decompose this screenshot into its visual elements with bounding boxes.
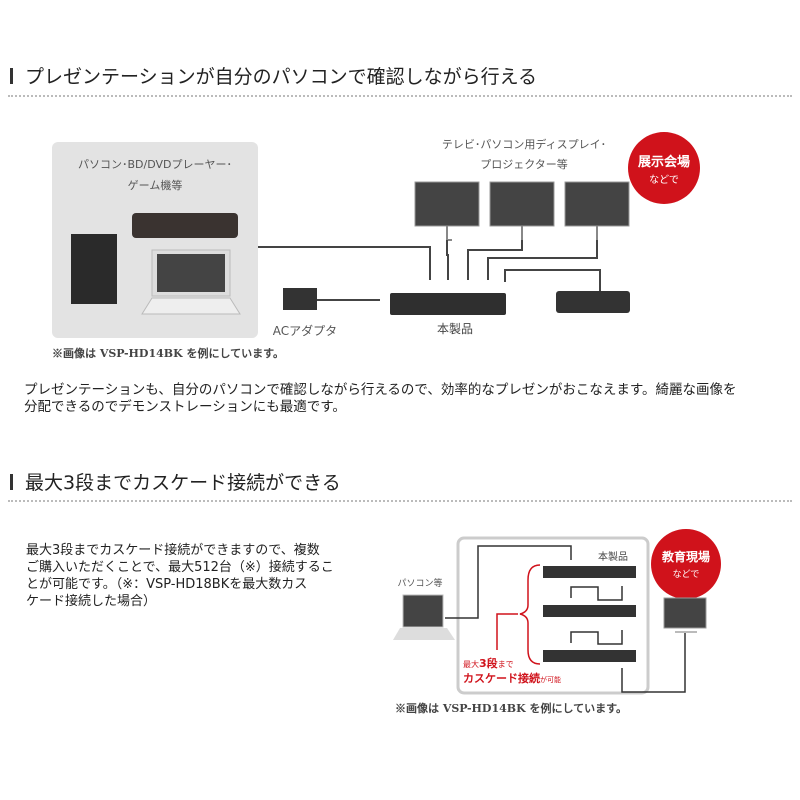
body-line: とが可能です。（※：VSP-HD18BKを最大数カス	[26, 577, 308, 592]
hdmi-splitter-icon	[390, 293, 506, 315]
presentation-diagram: パソコン･BD/DVDプレーヤー･ ゲーム機等 ACアダプタ テレビ･パソコン用…	[52, 132, 700, 360]
divider	[8, 95, 792, 97]
source-label-2: ゲーム機等	[128, 178, 183, 192]
product-label: 本製品	[598, 550, 628, 563]
divider	[8, 500, 792, 502]
heading-text: 最大3段までカスケード接続ができる	[25, 472, 341, 494]
diagram-caption: ※画像は VSP-HD14BK を例にしています。	[395, 701, 627, 715]
cascade-brace	[519, 564, 541, 665]
projector-icon	[556, 291, 630, 313]
heading-bar	[10, 67, 13, 84]
section2-body: 最大3段までカスケード接続ができますので、複数 ご購入いただくことで、最大512…	[26, 542, 334, 610]
product-label: 本製品	[437, 322, 473, 336]
bd-player-icon	[132, 213, 238, 238]
section-heading-presentation: プレゼンテーションが自分のパソコンで確認しながら行える	[10, 62, 537, 89]
pc-label: パソコン等	[397, 577, 442, 589]
splitter-3	[543, 650, 636, 662]
cascade-diagram: パソコン等 本製品 最大3段まで カスケード接続が可能 教育現場 などで ※画像…	[393, 529, 721, 715]
monitor-icon	[414, 181, 630, 241]
splitter-1	[543, 566, 636, 578]
body-line: ご購入いただくことで、最大512台（※）接続するこ	[26, 560, 334, 575]
body-line: 分配できるのでデモンストレーションにも最適です。	[24, 399, 346, 415]
badge-main-text: 展示会場	[638, 154, 690, 170]
badge-sub-text: などで	[673, 569, 700, 580]
heading-text: プレゼンテーションが自分のパソコンで確認しながら行える	[25, 66, 538, 88]
display-label-2: プロジェクター等	[480, 157, 568, 171]
badge-main-text: 教育現場	[661, 549, 710, 564]
ac-adapter-icon	[283, 288, 317, 310]
badge-sub-text: などで	[649, 174, 679, 186]
diagram-caption: ※画像は VSP-HD14BK を例にしています。	[52, 346, 284, 360]
game-console-icon	[71, 234, 117, 304]
display-label-1: テレビ･パソコン用ディスプレイ･	[442, 137, 606, 151]
body-line: ケード接続した場合）	[26, 594, 157, 609]
ac-adapter-label: ACアダプタ	[273, 323, 337, 338]
heading-bar	[10, 473, 13, 490]
body-line: プレゼンテーションも、自分のパソコンで確認しながら行えるので、効率的なプレゼンが…	[24, 382, 737, 398]
section-heading-cascade: 最大3段までカスケード接続ができる	[10, 468, 341, 495]
splitter-2	[543, 605, 636, 617]
cascade-note: 最大3段まで	[463, 656, 514, 670]
section1-body: プレゼンテーションも、自分のパソコンで確認しながら行えるので、効率的なプレゼンが…	[24, 382, 737, 416]
cascade-note-main: カスケード接続が可能	[463, 671, 561, 685]
body-line: 最大3段までカスケード接続ができますので、複数	[26, 543, 320, 558]
education-badge	[651, 529, 721, 599]
venue-badge	[628, 132, 700, 204]
monitor-icon	[663, 597, 707, 629]
source-label-1: パソコン･BD/DVDプレーヤー･	[78, 158, 232, 171]
laptop-icon	[402, 594, 444, 628]
